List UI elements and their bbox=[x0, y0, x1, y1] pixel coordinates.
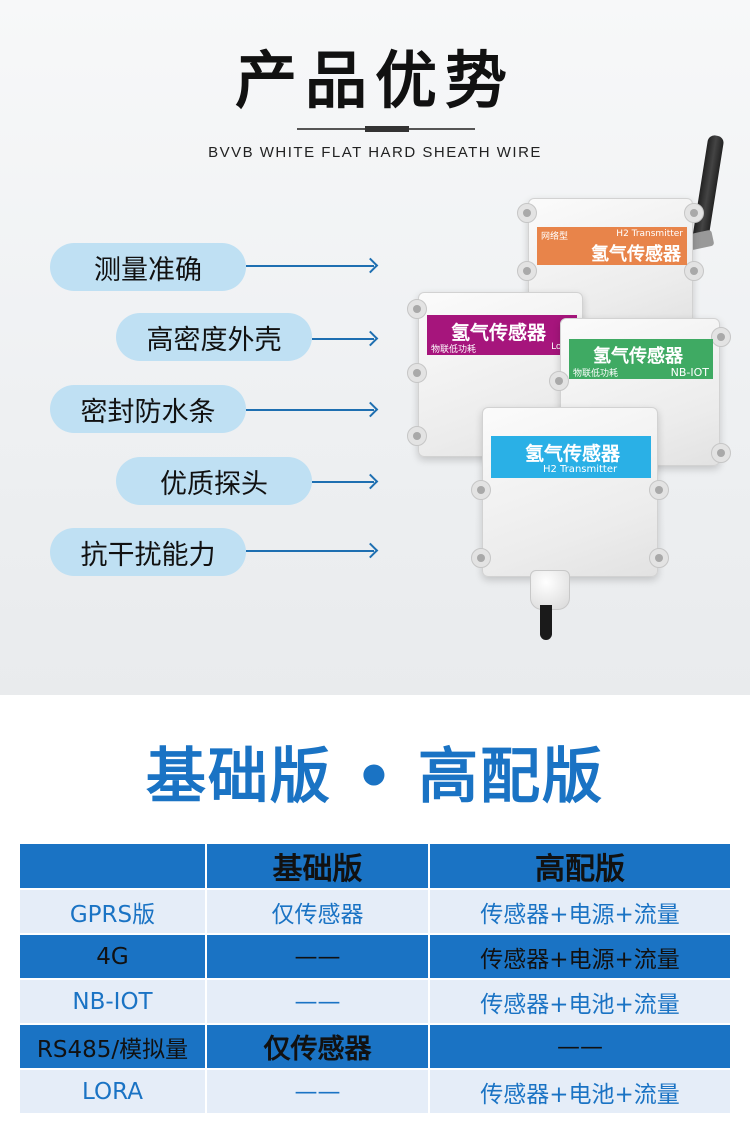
table-row: LORA —— 传感器+电池+流量 bbox=[20, 1070, 730, 1113]
table-cell: —— bbox=[430, 1025, 730, 1068]
table-cell: 传感器+电源+流量 bbox=[430, 890, 730, 933]
feature-pill-housing: 高密度外壳 bbox=[116, 313, 312, 361]
device-name: 氢气传感器 bbox=[593, 346, 683, 367]
feature-label: 测量准确 bbox=[94, 254, 202, 286]
feature-label: 密封防水条 bbox=[80, 396, 216, 428]
device-type: 物联低功耗 bbox=[431, 345, 477, 355]
table-cell: 传感器+电源+流量 bbox=[430, 935, 730, 978]
feature-label: 高密度外壳 bbox=[146, 324, 282, 356]
table-cell: 传感器+电池+流量 bbox=[430, 980, 730, 1023]
arrow-icon bbox=[246, 550, 374, 552]
table-header-row: 基础版 高配版 bbox=[20, 844, 730, 888]
feature-pill-probe: 优质探头 bbox=[116, 457, 312, 505]
table-row: GPRS版 仅传感器 传感器+电源+流量 bbox=[20, 890, 730, 933]
feature-pill-anti-interference: 抗干扰能力 bbox=[50, 528, 246, 576]
table-header-cell: 基础版 bbox=[207, 844, 428, 888]
device-name: 氢气传感器 bbox=[451, 322, 547, 344]
product-advantages-section: 产品优势 BVVB WHITE FLAT HARD SHEATH WIRE 测量… bbox=[0, 0, 750, 695]
table-cell: LORA bbox=[20, 1070, 205, 1113]
arrow-icon bbox=[312, 338, 374, 340]
table-cell: GPRS版 bbox=[20, 890, 205, 933]
arrow-icon bbox=[246, 409, 374, 411]
page-title: 产品优势 bbox=[234, 44, 515, 117]
table-cell: 4G bbox=[20, 935, 205, 978]
arrow-icon bbox=[312, 481, 374, 483]
versions-title: 基础版 • 高配版 bbox=[145, 742, 605, 812]
device-label: 氢气传感器 物联低功耗 NB-IOT bbox=[569, 339, 713, 379]
table-cell: 仅传感器 bbox=[207, 1025, 428, 1068]
device-label: 氢气传感器 H2 Transmitter bbox=[491, 436, 651, 478]
device-model: H2 Transmitter bbox=[543, 464, 618, 475]
table-cell: RS485/模拟量 bbox=[20, 1025, 205, 1068]
feature-label: 抗干扰能力 bbox=[80, 539, 216, 571]
cable-gland bbox=[530, 570, 570, 610]
arrow-icon bbox=[246, 265, 374, 267]
table-cell: —— bbox=[207, 980, 428, 1023]
version-comparison-table: 基础版 高配版 GPRS版 仅传感器 传感器+电源+流量 4G —— 传感器+电… bbox=[18, 842, 732, 1115]
table-row: RS485/模拟量 仅传感器 —— bbox=[20, 1025, 730, 1068]
feature-pill-accuracy: 测量准确 bbox=[50, 243, 246, 291]
device-name: 氢气传感器 bbox=[525, 443, 621, 465]
table-cell: NB-IOT bbox=[20, 980, 205, 1023]
page-subtitle: BVVB WHITE FLAT HARD SHEATH WIRE bbox=[208, 144, 542, 161]
device-network: NB-IOT bbox=[670, 366, 709, 379]
sensor-cable bbox=[540, 605, 552, 640]
table-row: NB-IOT —— 传感器+电池+流量 bbox=[20, 980, 730, 1023]
device-label: 氢气传感器 物联低功耗 LoRa bbox=[427, 315, 577, 355]
table-cell: —— bbox=[207, 1070, 428, 1113]
device-type: 网络型 bbox=[541, 232, 569, 242]
table-cell: 仅传感器 bbox=[207, 890, 428, 933]
feature-pill-waterproof: 密封防水条 bbox=[50, 385, 246, 433]
table-cell: —— bbox=[207, 935, 428, 978]
device-type: 物联低功耗 bbox=[573, 369, 619, 379]
feature-label: 优质探头 bbox=[160, 468, 268, 500]
table-row: 4G —— 传感器+电源+流量 bbox=[20, 935, 730, 978]
table-header-cell bbox=[20, 844, 205, 888]
title-divider-accent bbox=[365, 126, 409, 132]
device-model: H2 Transmitter bbox=[616, 229, 683, 239]
table-header-cell: 高配版 bbox=[430, 844, 730, 888]
device-name: 氢气传感器 bbox=[591, 244, 681, 265]
device-label: 网络型 H2 Transmitter 氢气传感器 bbox=[537, 227, 687, 265]
table-cell: 传感器+电池+流量 bbox=[430, 1070, 730, 1113]
device-blue-standard: 氢气传感器 H2 Transmitter bbox=[471, 407, 669, 577]
